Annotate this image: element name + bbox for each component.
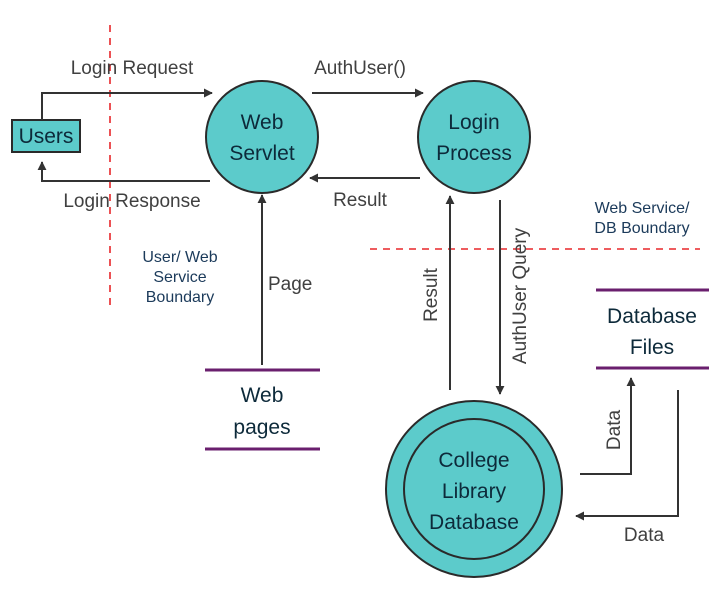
data-from-files-arrow [575, 390, 679, 521]
database-label-line2: Library [442, 480, 507, 503]
data-from-files-label: Data [624, 525, 665, 546]
web-db-boundary-note-line1: Web Service/ [595, 200, 690, 217]
login-request-label: Login Request [71, 58, 194, 79]
database-label-line3: Database [429, 511, 519, 534]
web-pages-label-line1: Web [241, 384, 284, 407]
users-entity-box[interactable] [11, 119, 81, 153]
database-label-line1: College [438, 449, 509, 472]
user-web-boundary-note-line2: Service [153, 269, 206, 286]
users-entity-label: Users [19, 125, 74, 148]
web-servlet-label-line1: Web [241, 111, 284, 134]
database-files-label-line2: Files [630, 336, 674, 359]
data-to-files-label: Data [604, 410, 625, 451]
data-to-files-arrow [580, 377, 636, 475]
login-process-label-line1: Login [448, 111, 499, 134]
user-web-boundary-note-line3: Boundary [146, 289, 215, 306]
login-process-label-line2: Process [436, 142, 512, 165]
login-request-arrow [41, 88, 213, 120]
web-pages-label-line2: pages [233, 416, 290, 439]
login-response-label: Login Response [63, 191, 200, 212]
auth-user-call-label: AuthUser() [314, 58, 406, 79]
page-label: Page [268, 274, 312, 295]
result-from-db-label: Result [421, 267, 442, 322]
database-process-inner [403, 418, 545, 560]
login-response-arrow [37, 161, 210, 182]
web-servlet-process[interactable] [205, 80, 319, 194]
web-servlet-label-line2: Servlet [229, 142, 295, 165]
login-process[interactable] [417, 80, 531, 194]
web-db-boundary-note-line2: DB Boundary [594, 220, 689, 237]
auth-user-query-label: AuthUser Query [510, 227, 531, 364]
database-files-label-line1: Database [607, 305, 697, 328]
user-web-boundary-note-line1: User/ Web [142, 249, 217, 266]
result-to-servlet-label: Result [333, 190, 388, 211]
